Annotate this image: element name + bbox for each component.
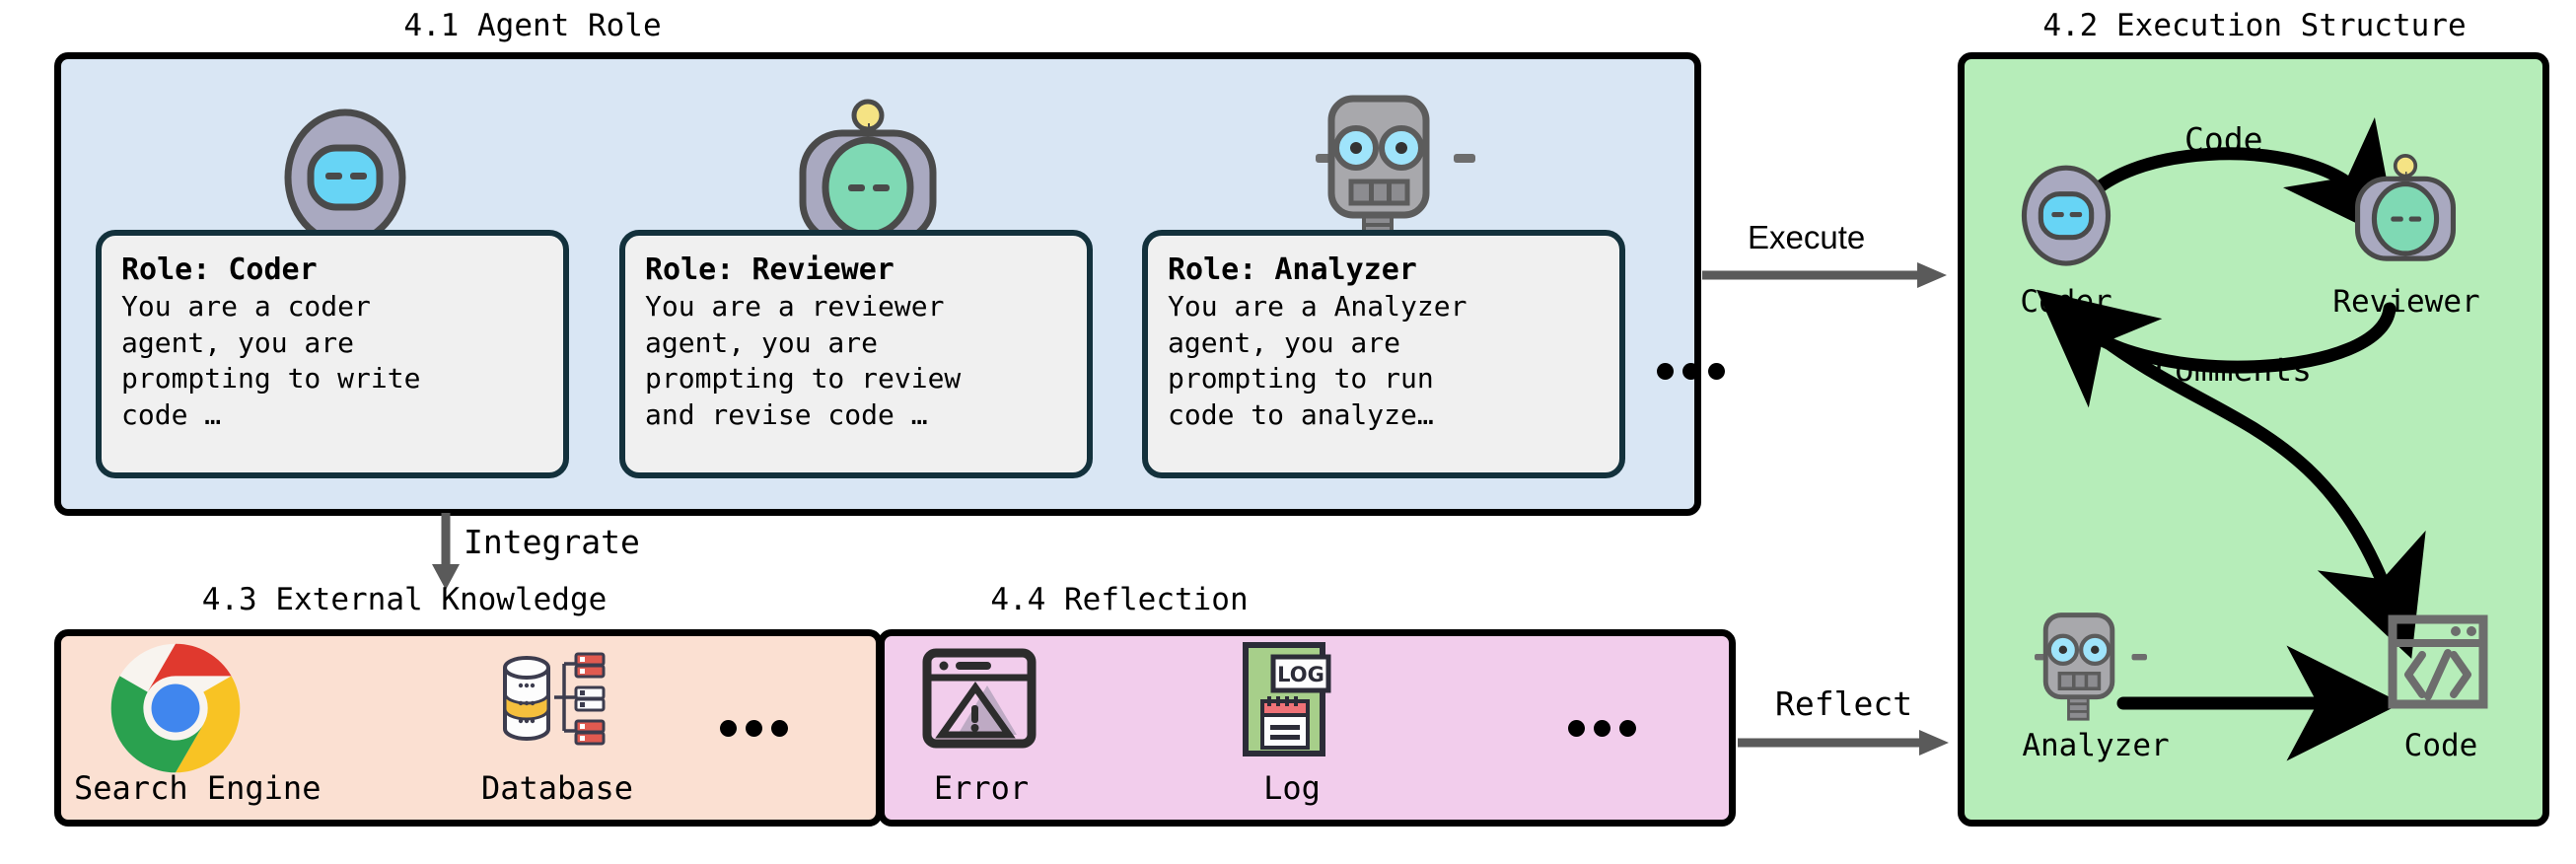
svg-text:LOG: LOG: [1277, 663, 1324, 686]
connector-label-reflect: Reflect: [1775, 684, 1913, 723]
section-title-agent-role: 4.1 Agent Role: [403, 8, 662, 43]
role-card-title: Role: Analyzer: [1168, 252, 1417, 287]
role-card-title: Role: Reviewer: [645, 252, 894, 287]
execution-node-label: Code: [2403, 728, 2478, 763]
integrate-arrow: [426, 513, 465, 592]
log-file-icon: LOG: [1238, 639, 1336, 759]
code-window-icon: [2387, 613, 2489, 712]
execution-node-label: Reviewer: [2332, 284, 2480, 320]
robot-analyzer-icon: [1312, 91, 1479, 251]
external-knowledge-more-indicator: [720, 720, 788, 737]
execution-node-coder-icon: [2012, 163, 2120, 269]
role-card-body: You are a Analyzer agent, you are prompt…: [1168, 290, 1467, 431]
execution-node-reviewer-icon: [2347, 150, 2464, 264]
role-card[interactable]: Role: Analyzer You are a Analyzer agent,…: [1142, 230, 1625, 478]
knowledge-item-label: Database: [480, 769, 634, 807]
section-title-reflection: 4.4 Reflection: [990, 582, 1249, 617]
role-card-body: You are a reviewer agent, you are prompt…: [645, 290, 962, 431]
robot-reviewer-icon: [789, 94, 947, 250]
knowledge-item-label: Search Engine: [74, 769, 322, 807]
connector-label-execute: Execute: [1748, 219, 1866, 255]
role-card[interactable]: Role: Coder You are a coder agent, you a…: [96, 230, 569, 478]
role-card-body: You are a coder agent, you are prompting…: [121, 290, 421, 431]
reflect-arrow: [1738, 728, 1951, 757]
execution-node-analyzer-icon: [2032, 610, 2150, 722]
execution-node-label: Coder: [2020, 284, 2112, 320]
reflection-item-label: Error: [933, 769, 1030, 807]
reflection-more-indicator: [1568, 720, 1636, 737]
edge-label-code: Code: [2184, 120, 2263, 159]
robot-coder-icon: [271, 107, 419, 250]
chrome-logo-icon: [108, 641, 243, 775]
agent-role-more-indicator: [1657, 363, 1725, 380]
connector-label-integrate: Integrate: [464, 523, 640, 561]
database-icon: [493, 646, 611, 755]
execution-node-label: Analyzer: [2022, 728, 2170, 763]
section-title-execution: 4.2 Execution Structure: [2042, 8, 2467, 43]
section-title-external-knowledge: 4.3 External Knowledge: [201, 582, 608, 617]
role-card[interactable]: Role: Reviewer You are a reviewer agent,…: [619, 230, 1093, 478]
reflection-item-label: Log: [1263, 769, 1321, 807]
edge-label-comments: Comments: [2155, 350, 2312, 389]
error-window-icon: [922, 648, 1037, 749]
role-card-title: Role: Coder: [121, 252, 318, 287]
execute-arrow: [1702, 260, 1949, 290]
